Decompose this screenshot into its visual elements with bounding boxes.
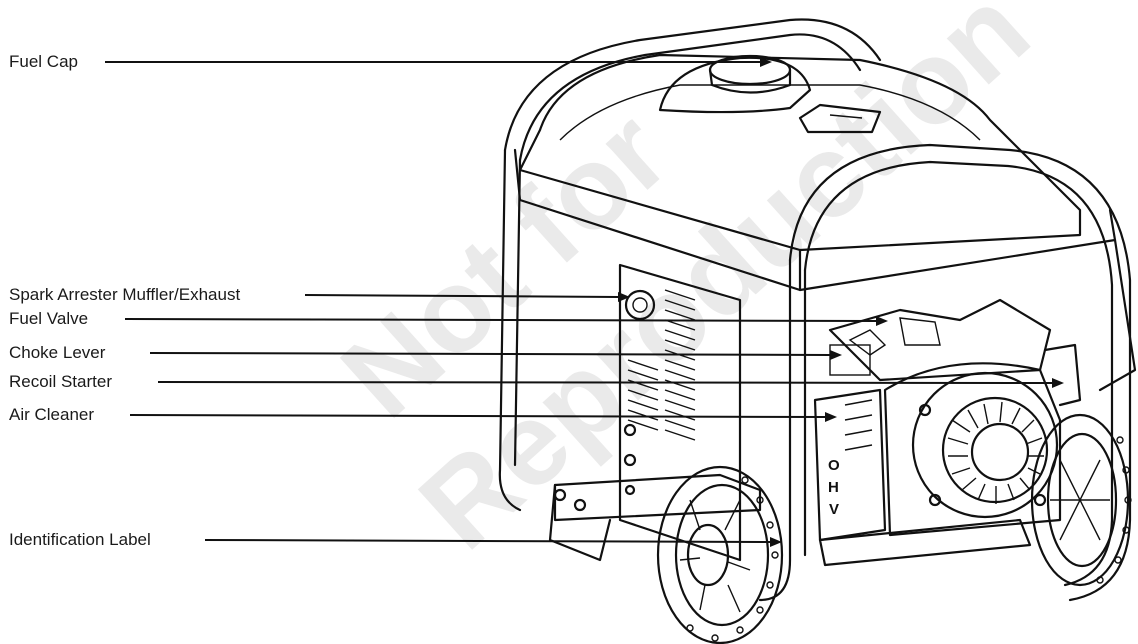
callout-air-cleaner: Air Cleaner (9, 405, 95, 424)
air-cleaner-arrow (825, 412, 837, 422)
fuel-valve-arrow (876, 316, 888, 326)
air-cleaner-housing: O H V (813, 388, 887, 542)
spark-arrester-leader (304, 294, 619, 298)
ohv-letter-h: H (828, 479, 839, 496)
leader-lines (105, 57, 1064, 547)
fuel-cap-arrow (760, 57, 772, 67)
roll-cage (498, 18, 1132, 602)
identification-label-leader (204, 539, 771, 543)
recoil-starter-leader (157, 381, 1053, 384)
callout-identification-label: Identification Label (9, 530, 151, 549)
identification-label-arrow (770, 537, 782, 547)
callout-choke-lever: Choke Lever (9, 343, 106, 362)
air-cleaner-leader (129, 414, 826, 418)
callout-recoil-starter: Recoil Starter (9, 372, 112, 391)
callout-fuel-valve: Fuel Valve (9, 309, 89, 328)
choke-lever-arrow (830, 350, 842, 360)
fuel-tank (518, 53, 1082, 252)
choke-lever-leader (149, 352, 831, 356)
callout-fuel-cap: Fuel Cap (9, 52, 78, 71)
left-wheel (656, 465, 784, 644)
spark-arrester-arrow (618, 292, 630, 302)
recoil-starter-arrow (1052, 378, 1064, 388)
recoil-starter-assembly (883, 343, 1082, 537)
callout-spark-arrester: Spark Arrester Muffler/Exhaust (9, 285, 241, 304)
generator-housing (513, 148, 1137, 562)
fuel-valve-leader (124, 318, 877, 322)
ohv-letter-o: O (828, 457, 840, 474)
ohv-letter-v: V (829, 501, 839, 518)
right-wheel (1030, 413, 1132, 587)
